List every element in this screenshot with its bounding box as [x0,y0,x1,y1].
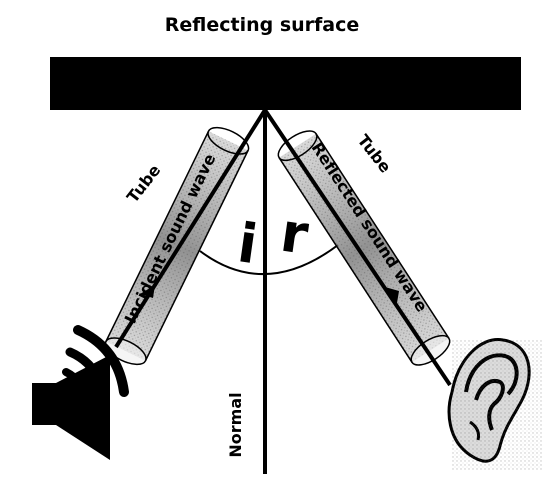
normal-label: Normal [226,392,245,457]
ear-icon [447,338,542,470]
reflected-ray [263,108,452,387]
reflecting-surface [50,57,521,110]
tube-left-label: Tube [123,161,164,207]
angle-r-label: r [277,201,313,267]
title: Reflecting surface [165,14,360,36]
incident-ray [114,108,267,349]
reflected-arrow [385,287,399,303]
incident-arrow [140,285,155,298]
angle-arc [199,244,339,276]
tube-right-label: Tube [354,131,395,177]
speaker-icon [32,325,129,460]
angle-i-label: i [234,211,261,276]
